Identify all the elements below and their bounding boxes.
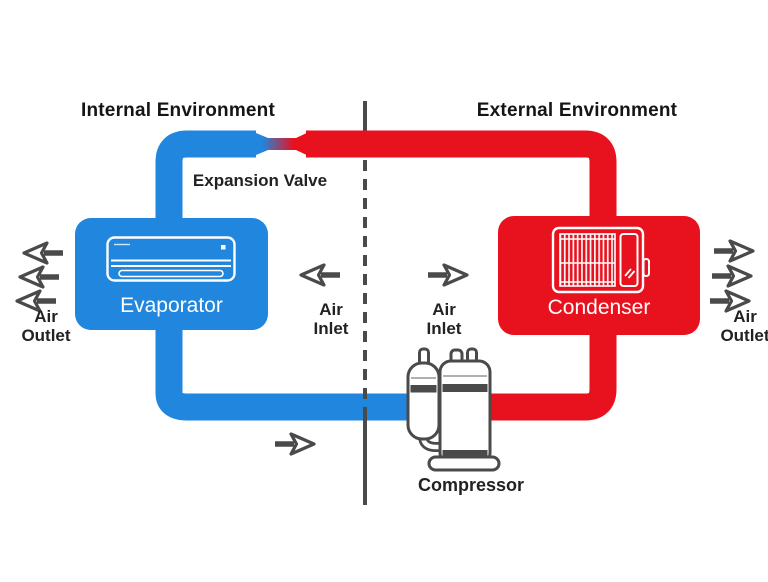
condenser-label: Condenser [547,296,651,319]
internal-environment-heading: Internal Environment [80,100,276,121]
air-outlet-arrow-icon [23,264,61,286]
air-outlet-arrow-icon [712,238,758,264]
air-inlet-arrow-icon [280,262,342,297]
air-conditioner-icon [106,236,236,282]
hot-pipe-top [306,130,617,228]
environment-divider-dashed [363,160,367,412]
air-inlet-arrow-icon [426,262,488,297]
internal-air-inlet-label: Air Inlet [313,300,349,338]
external-air-outlet-label: Air Outlet [720,307,768,345]
evaporator-label: Evaporator [120,294,223,317]
environment-divider-bottom [363,412,367,505]
condenser-unit-icon [551,226,650,294]
external-environment-heading: External Environment [476,100,678,121]
expansion-valve-shape [250,130,312,158]
compressor-label: Compressor [417,475,525,495]
evaporator-box: Evaporator [75,218,268,330]
air-outlet-arrow-icon [710,263,756,289]
cold-pipe-top [155,130,256,232]
environment-divider-top [363,101,367,132]
expansion-valve-label: Expansion Valve [192,171,328,190]
air-outlet-arrow-icon [27,240,65,262]
external-air-inlet-label: Air Inlet [426,300,462,338]
compressor-icon [406,347,501,472]
condenser-box: Condenser [498,216,700,335]
hot-pipe-bottom [486,324,617,421]
cold-pipe-bottom [155,318,414,421]
refrigerant-flow-arrow-icon [273,431,335,468]
internal-air-outlet-label: Air Outlet [21,307,71,345]
